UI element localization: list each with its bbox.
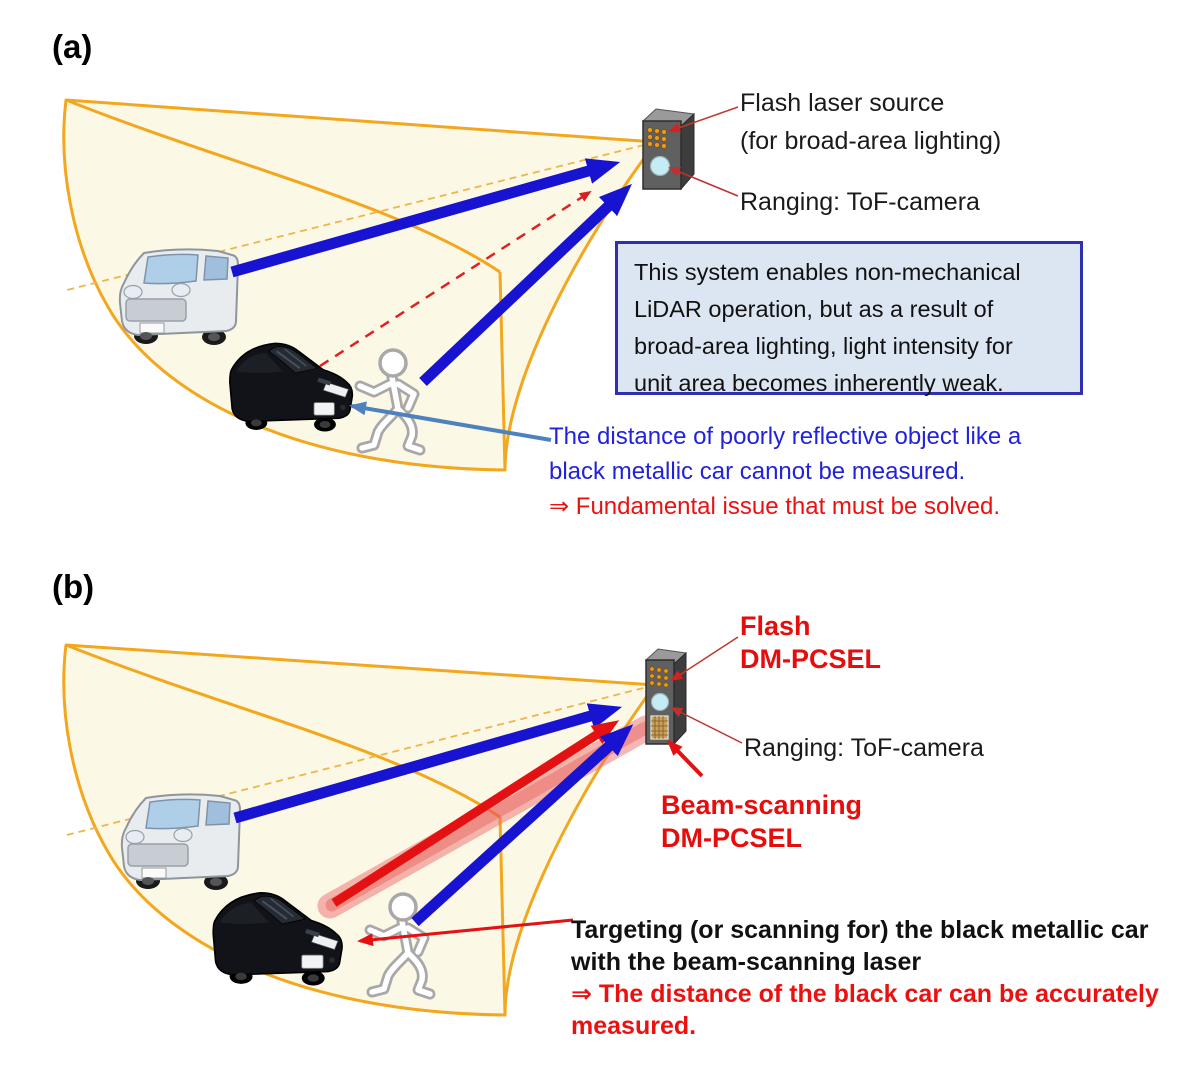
caption-red-text: ⇒ The distance of the black car can be a… (571, 980, 1159, 1040)
blue-arrow-from-person (419, 183, 632, 386)
flash-dm-pcsel-label: Flash DM-PCSEL (740, 611, 881, 674)
ranging-tof-camera-label-a: Ranging: ToF-camera (740, 188, 980, 216)
flash-label-leader (670, 636, 739, 682)
beam-scanning-chip-icon (650, 715, 669, 740)
blue-arrow-from-white-car (230, 158, 621, 278)
white-car (118, 248, 239, 346)
caption-black-text: Targeting (or scanning for) the black me… (571, 916, 1149, 976)
caption-leader-arrow (357, 918, 574, 947)
ranging-tof-camera-label-b: Ranging: ToF-camera (744, 734, 984, 762)
white-car (120, 793, 241, 891)
tof-camera-lens-icon (649, 155, 671, 177)
caption-leader-arrow (349, 401, 552, 442)
flash-lidar-device (641, 108, 696, 191)
panel-a-caption: The distance of poorly reflective object… (549, 419, 1021, 524)
ranging-label-leader (668, 167, 739, 197)
flash-dm-pcsel-array-icon (649, 666, 669, 688)
info-box: This system enables non-mechanical LiDAR… (615, 241, 1083, 396)
flash-laser-array-icon (647, 127, 667, 149)
panel-a-label: (a) (52, 28, 93, 65)
caption-red-text: ⇒ Fundamental issue that must be solved. (549, 493, 1001, 520)
flash-label-leader (668, 106, 739, 133)
dm-pcsel-lidar-device (644, 648, 688, 746)
beam-scanning-dm-pcsel-label: Beam-scanning DM-PCSEL (661, 790, 863, 853)
tof-camera-lens-icon (650, 692, 670, 712)
panel-a-scene (62, 98, 739, 472)
red-beam-return-arrow (331, 720, 620, 907)
panel-b-scene (62, 636, 743, 1017)
panel-b-label: (b) (52, 568, 95, 605)
caption-blue-text: The distance of poorly reflective object… (549, 423, 1022, 485)
ranging-label-leader (670, 707, 743, 744)
blue-arrow-from-white-car (233, 703, 623, 824)
beam-scanning-label-leader (666, 739, 704, 778)
flash-laser-source-label: Flash laser source (for broad-area light… (740, 89, 1002, 155)
blue-arrow-from-person (411, 724, 634, 927)
panel-b-caption: Targeting (or scanning for) the black me… (571, 914, 1200, 1042)
